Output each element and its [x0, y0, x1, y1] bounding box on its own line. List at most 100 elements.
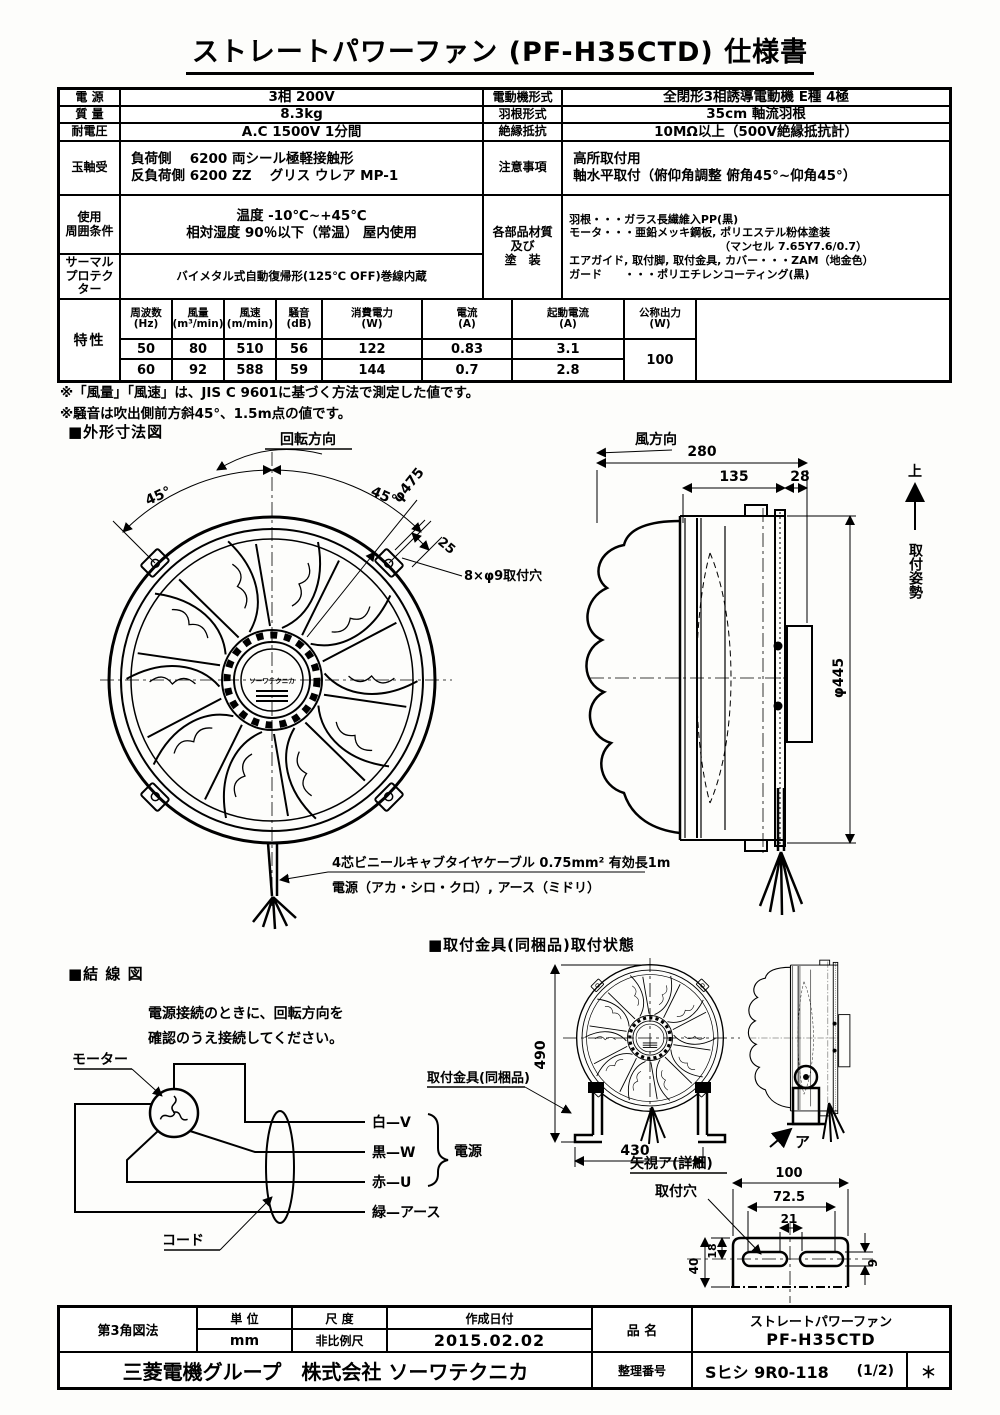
bracket-section-heading: ■取付金具(同梱品)取付状態 — [428, 936, 635, 954]
value-60hz: 60 — [121, 360, 173, 380]
note-measurement: ※「風量」「風速」は、JIS C 9601に基づく方法で測定した値です。 — [60, 385, 480, 401]
row-value: 負荷側 6200 両シール極軽接触形 反負荷側 6200 ZZ グリス ウレア … — [121, 142, 482, 194]
wind-direction-label: 風方向 — [635, 431, 677, 448]
wiring-note-line1: 電源接続のときに、回転方向を — [148, 1006, 344, 1022]
table-row: 電動機形式 全閉形3相誘導電動機 E種 4極 — [484, 89, 949, 107]
spec-table: 電 源 3相 200V 質 量 8.3kg 耐電圧 A.C 1500V 1分間 … — [57, 87, 952, 383]
value-50hz: 510 — [225, 340, 277, 360]
title-block: 第3角図法 単 位 mm 尺 度 非比例尺 作成日付 2015.02.02 品 … — [57, 1305, 952, 1390]
power-label: 電源 — [454, 1143, 482, 1160]
row-label: 質 量 — [60, 107, 121, 122]
unit-value: mm — [229, 1332, 260, 1349]
table-row: 耐電圧 A.C 1500V 1分間 — [60, 123, 483, 142]
dim-100-label: 100 — [775, 1166, 802, 1181]
table-row: 絶縁抵抗 10MΩ以上（500V絶縁抵抗計） — [484, 124, 949, 142]
dim-40-label: 40 — [687, 1258, 701, 1275]
spec-table-upper: 電 源 3相 200V 質 量 8.3kg 耐電圧 A.C 1500V 1分間 … — [60, 89, 949, 298]
row-value: 10MΩ以上（500V絶縁抵抗計） — [654, 123, 858, 140]
dim-9-label: 9 — [866, 1259, 880, 1267]
row-label: 使用 周囲条件 — [60, 196, 121, 253]
env-line1: 温度 -10℃~+45℃ — [236, 207, 367, 224]
value-60hz: 144 — [323, 360, 423, 380]
table-row: 質 量 8.3kg — [60, 106, 483, 124]
scale-label: 尺 度 — [293, 1308, 386, 1330]
motor-label: モーター — [72, 1052, 128, 1068]
empty-cell — [697, 300, 949, 380]
value-60hz: 59 — [277, 360, 323, 380]
wiring-diagram: モーター 白—V 黒—W 赤—U 緑—アース 電源 コード — [72, 1052, 482, 1251]
bracket-detail-view: 矢視ア(詳細) 取付穴 100 72.5 21 40 — [630, 1155, 880, 1303]
row-label: 電 源 — [60, 90, 121, 105]
characteristics-row: 特性 周波数(Hz) 風量(m³/min) 風速(m/min) 騒音(dB) 消… — [60, 298, 949, 380]
table-row: 使用 周囲条件 温度 -10℃~+45℃ 相対湿度 90％以下（常温） 屋内使用 — [60, 196, 483, 255]
date-cell: 作成日付 2015.02.02 — [388, 1308, 593, 1351]
dim-430-label: 430 — [620, 1143, 649, 1159]
motor-symbol — [148, 1087, 200, 1139]
row-value: 35cm 軸流羽根 — [706, 106, 806, 123]
bearing-line1: 負荷側 6200 両シール極軽接触形 — [131, 151, 354, 168]
characteristics-table: 周波数(Hz) 風量(m³/min) 風速(m/min) 騒音(dB) 消費電力… — [121, 300, 697, 380]
product-line1: ストレートパワーファン — [749, 1314, 893, 1330]
caution-line1: 高所取付用 — [573, 151, 641, 168]
row-label: 各部品材質 及び 塗 装 — [484, 196, 564, 298]
docno-cell: Sヒシ 9R0-118 (1/2) — [693, 1353, 908, 1388]
outline-drawing: 45° 45° 回転方向 φ475 25 8×φ9取付穴 ソーワテクニカ 4芯ビ… — [100, 431, 925, 930]
value-50hz: 0.83 — [423, 340, 513, 360]
cable-spec-line2: 電源（アカ・シロ・クロ）, アース（ミドリ） — [332, 880, 600, 896]
cord-ellipse — [265, 1110, 295, 1224]
view-arrow-label: ア — [795, 1133, 810, 1151]
dia-445-label: φ445 — [831, 658, 847, 698]
mounting-hole-label: 取付穴 — [655, 1183, 697, 1200]
product-name-cell: ストレートパワーファン PF-H35CTD — [693, 1308, 949, 1351]
row-value: 3相 200V — [268, 89, 335, 106]
caution-line2: 軸水平取付（俯仰角調整 俯角45°~仰角45°） — [573, 168, 857, 184]
row-value: 8.3kg — [280, 106, 323, 123]
date-value: 2015.02.02 — [433, 1331, 546, 1350]
cord-label: コード — [162, 1233, 204, 1249]
scale-cell: 尺 度 非比例尺 — [293, 1308, 388, 1351]
front-cable — [252, 842, 297, 930]
value-50hz: 122 — [323, 340, 423, 360]
characteristics-label: 特性 — [60, 300, 121, 380]
table-row: 各部品材質 及び 塗 装 羽根・・・ガラス長繊維入PP(黒) モータ・・・亜鉛メ… — [484, 196, 949, 298]
value-60hz: 588 — [225, 360, 277, 380]
material-line5: ガード ・・・ポリエチレンコーティング(黒) — [569, 267, 810, 281]
material-line4: エアガイド, 取付脚, 取付金具, カバー・・・ZAM（地金色） — [569, 253, 874, 267]
nominal-output-value: 100 — [625, 340, 697, 380]
col-header: 消費電力(W) — [323, 300, 423, 340]
scale-value: 非比例尺 — [315, 1334, 364, 1348]
material-line2: モータ・・・亜鉛メッキ鋼板, ポリエステル粉体塗装 — [569, 226, 831, 240]
row-label: 玉軸受 — [60, 142, 121, 194]
col-header: 風量(m³/min) — [173, 300, 225, 340]
unit-label: 単 位 — [198, 1308, 291, 1330]
col-header: 風速(m/min) — [225, 300, 277, 340]
wire-green-earth: 緑—アース — [372, 1204, 440, 1221]
value-50hz: 80 — [173, 340, 225, 360]
value-60hz: 0.7 — [423, 360, 513, 380]
spec-right-column: 電動機形式 全閉形3相誘導電動機 E種 4極 羽根形式 35cm 軸流羽根 絶縁… — [482, 89, 949, 298]
up-label: 上 — [908, 464, 922, 480]
table-row: 注意事項 高所取付用 軸水平取付（俯仰角調整 俯角45°~仰角45°） — [484, 142, 949, 196]
row-label: サーマル プロテクター — [60, 255, 121, 298]
label-line: プロテクター — [65, 268, 114, 297]
dim-72-5-label: 72.5 — [773, 1190, 805, 1205]
label-line: 塗 装 — [504, 252, 541, 267]
page-title: ストレートパワーファン (PF-H35CTD) 仕様書 — [185, 30, 815, 75]
row-value: 温度 -10℃~+45℃ 相対湿度 90％以下（常温） 屋内使用 — [121, 196, 482, 253]
fan-side-view: 280 135 28 φ445 風方向 上 取付姿勢 — [585, 431, 925, 916]
row-value: A.C 1500V 1分間 — [241, 123, 362, 140]
row-label: 羽根形式 — [484, 107, 564, 122]
value-50hz: 56 — [277, 340, 323, 360]
row-value: バイメタル式自動復帰形(125℃ OFF)巻線内蔵 — [176, 269, 427, 284]
title-block-top-row: 第3角図法 単 位 mm 尺 度 非比例尺 作成日付 2015.02.02 品 … — [60, 1308, 949, 1353]
bearing-line2: 反負荷側 6200 ZZ グリス ウレア MP-1 — [131, 168, 399, 184]
mounting-holes-label: 8×φ9取付穴 — [464, 568, 542, 584]
power-brace — [427, 1113, 449, 1187]
angle-left-label: 45° — [143, 484, 174, 509]
label-line: 各部品材質 — [492, 225, 553, 240]
page-number: (1/2) — [856, 1362, 894, 1379]
value-60hz: 92 — [173, 360, 225, 380]
revision-mark: ＊ — [920, 1362, 937, 1382]
material-line1: 羽根・・・ガラス長繊維入PP(黒) — [569, 212, 739, 226]
